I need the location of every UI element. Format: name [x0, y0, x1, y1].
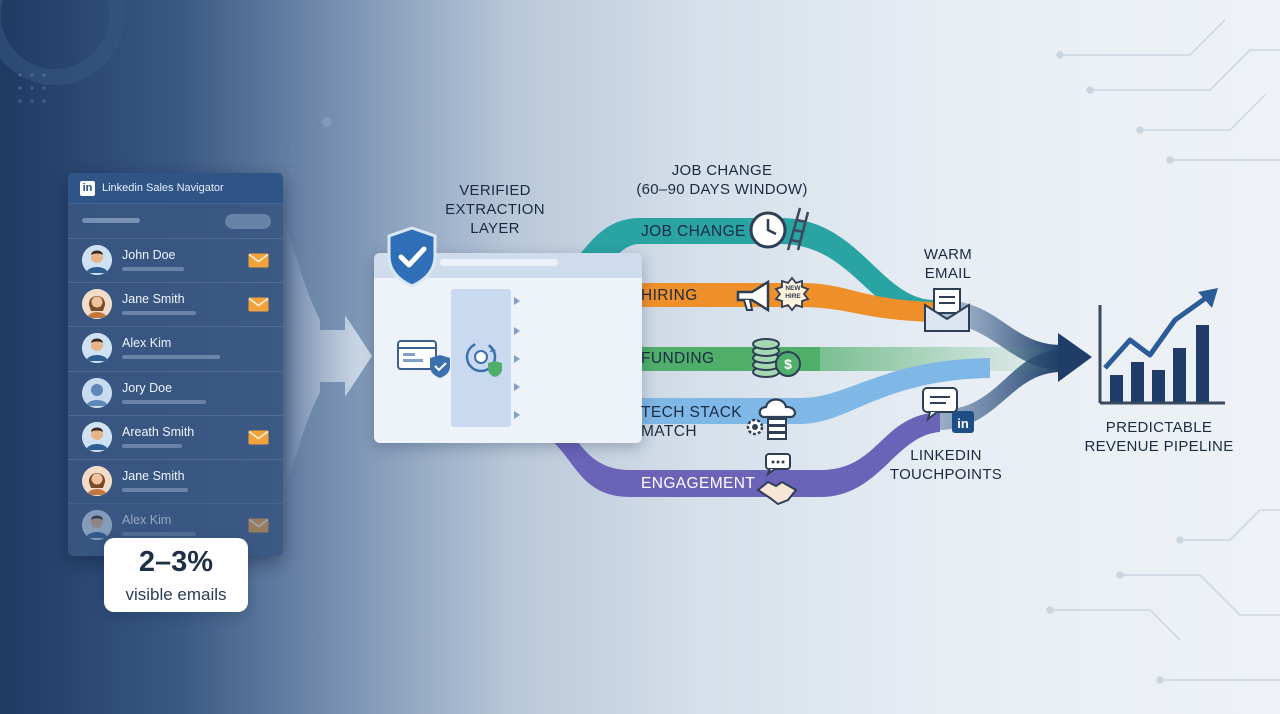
- lead-row[interactable]: Areath Smith: [68, 414, 283, 459]
- visible-emails-callout: 2–3% visible emails: [104, 538, 248, 612]
- megaphone-new-hire-icon: [736, 276, 810, 313]
- pipeline-arrowhead: [1058, 333, 1092, 382]
- lead-subtitle-bar: [122, 532, 196, 537]
- band-label-funding: FUNDING: [641, 350, 715, 367]
- verified-shield-icon: [387, 226, 437, 288]
- email-icon[interactable]: [248, 518, 269, 533]
- linkedin-logo-icon: in: [80, 180, 95, 196]
- avatar: [82, 245, 112, 275]
- svg-text:$: $: [784, 356, 792, 372]
- panel-title: Linkedin Sales Navigator: [102, 182, 224, 194]
- clock-ladder-icon: [749, 207, 810, 251]
- decorative-ring: [0, 0, 125, 85]
- lead-name: Alex Kim: [122, 336, 172, 351]
- lead-subtitle-bar: [122, 443, 182, 448]
- lead-row[interactable]: John Doe: [68, 238, 283, 282]
- input-arrow: [283, 222, 372, 490]
- lead-subtitle-bar: [122, 399, 206, 404]
- job-change-heading: JOB CHANGE(60–90 DAYS WINDOW): [636, 162, 808, 198]
- lead-subtitle-bar: [122, 311, 196, 316]
- decorative-dots: [18, 73, 304, 172]
- avatar: [82, 465, 112, 496]
- avatar: [82, 289, 112, 320]
- lead-subtitle-bar: [122, 355, 220, 360]
- handshake-chat-icon: [756, 453, 798, 506]
- email-icon[interactable]: [248, 297, 269, 312]
- output-chevrons: [514, 297, 520, 419]
- lead-name: Jane Smith: [122, 468, 185, 483]
- avatar: [82, 333, 112, 364]
- envelope-icon: [924, 288, 970, 332]
- filter-pill[interactable]: [225, 214, 271, 229]
- stat-caption: visible emails: [125, 585, 227, 604]
- avatar: [82, 510, 112, 541]
- avatar: [82, 421, 112, 452]
- lead-name: Areath Smith: [122, 424, 195, 439]
- lead-subtitle-bar: [122, 267, 184, 271]
- band-label-job-change: JOB CHANGE: [641, 223, 746, 240]
- cloud-server-gear-icon: [746, 398, 796, 440]
- browser-check-icon: [397, 340, 450, 378]
- lead-name: Jane Smith: [122, 292, 185, 307]
- band-engagement: [520, 407, 940, 497]
- search-placeholder-bar: [82, 218, 140, 223]
- stat-value: 2–3%: [138, 546, 214, 578]
- email-icon[interactable]: [248, 253, 269, 268]
- lead-row[interactable]: Jory Doe: [68, 370, 283, 415]
- revenue-chart-icon: [1098, 288, 1225, 405]
- lead-name: Alex Kim: [122, 513, 172, 528]
- circuit-decoration: [1046, 19, 1280, 684]
- email-icon[interactable]: [248, 430, 269, 445]
- lead-row[interactable]: Jane Smith: [68, 282, 283, 326]
- lead-name: Jory Doe: [122, 380, 173, 395]
- coins-dollar-icon: $: [752, 338, 801, 378]
- lead-subtitle-bar: [122, 487, 188, 492]
- lead-row[interactable]: Jane Smith: [68, 458, 283, 503]
- sync-shield-icon: [465, 341, 502, 377]
- linkedin-chat-icon: in: [922, 387, 974, 433]
- svg-text:in: in: [957, 416, 969, 431]
- extraction-window: [374, 253, 642, 443]
- band-label-hiring: HIRING: [641, 287, 698, 304]
- band-label-engagement: ENGAGEMENT: [641, 475, 756, 492]
- panel-header: in Linkedin Sales Navigator: [68, 173, 283, 204]
- lead-row[interactable]: Alex Kim: [68, 326, 283, 370]
- band-job-change: [520, 218, 935, 322]
- avatar: [82, 377, 112, 408]
- lead-name: John Doe: [122, 248, 176, 262]
- lead-row[interactable]: Alex Kim: [68, 503, 283, 547]
- search-row: [68, 204, 283, 238]
